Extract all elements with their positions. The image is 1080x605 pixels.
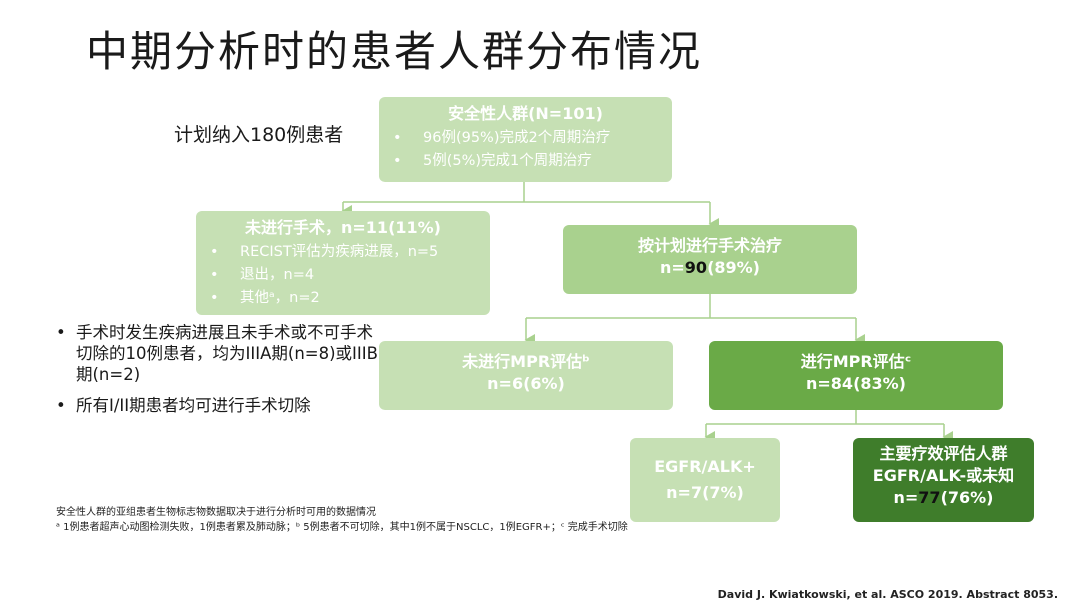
mpr-box: 进行MPR评估ᶜ n=84(83%): [709, 341, 1003, 410]
safety-heading: 安全性人群(N=101): [448, 104, 603, 123]
citation: David J. Kwiatkowski, et al. ASCO 2019. …: [717, 588, 1058, 601]
footnote-safety: 安全性人群的亚组患者生物标志物数据取决于进行分析时可用的数据情况: [56, 507, 376, 518]
no-surgery-item: 其他ᵃ，n=2: [196, 287, 490, 310]
safety-item: 96例(95%)完成2个周期治疗: [379, 127, 672, 150]
egfr-alk-positive-count: n=7(7%): [666, 483, 744, 502]
primary-heading: 主要疗效评估人群: [879, 444, 1008, 463]
no-mpr-heading: 未进行MPR评估ᵇ: [462, 352, 590, 371]
egfr-alk-positive-heading: EGFR/ALK+: [654, 457, 756, 476]
note-item: 所有I/II期患者均可进行手术切除: [56, 395, 386, 416]
primary-efficacy-box: 主要疗效评估人群 EGFR/ALK-或未知 n=77(76%): [853, 438, 1034, 522]
primary-count: n=77(76%): [893, 488, 994, 507]
notes-list: 手术时发生疾病进展且未手术或不可手术切除的10例患者，均为IIIA期(n=8)或…: [56, 322, 386, 426]
surgery-box: 按计划进行手术治疗 n=90(89%): [563, 225, 857, 294]
no-surgery-item: 退出，n=4: [196, 264, 490, 287]
primary-subheading: EGFR/ALK-或未知: [872, 466, 1015, 485]
surgery-count: n=90(89%): [660, 258, 760, 277]
no-surgery-heading: 未进行手术，n=11(11%): [245, 218, 441, 237]
no-surgery-box: 未进行手术，n=11(11%) RECIST评估为疾病进展，n=5 退出，n=4…: [196, 211, 490, 315]
no-surgery-item: RECIST评估为疾病进展，n=5: [196, 241, 490, 264]
safety-population-box: 安全性人群(N=101) 96例(95%)完成2个周期治疗 5例(5%)完成1个…: [379, 97, 672, 182]
page-title: 中期分析时的患者人群分布情况: [86, 27, 703, 76]
footnote-abc: ᵃ 1例患者超声心动图检测失败，1例患者累及肺动脉；ᵇ 5例患者不可切除，其中1…: [56, 522, 628, 533]
mpr-heading: 进行MPR评估ᶜ: [800, 352, 912, 371]
note-item: 手术时发生疾病进展且未手术或不可手术切除的10例患者，均为IIIA期(n=8)或…: [56, 322, 386, 385]
planned-enrollment: 计划纳入180例患者: [174, 124, 344, 146]
safety-item: 5例(5%)完成1个周期治疗: [379, 150, 672, 173]
no-mpr-count: n=6(6%): [487, 374, 565, 393]
mpr-count: n=84(83%): [806, 374, 906, 393]
no-mpr-box: 未进行MPR评估ᵇ n=6(6%): [379, 341, 673, 410]
egfr-alk-positive-box: EGFR/ALK+ n=7(7%): [630, 438, 780, 522]
surgery-heading: 按计划进行手术治疗: [637, 236, 782, 255]
